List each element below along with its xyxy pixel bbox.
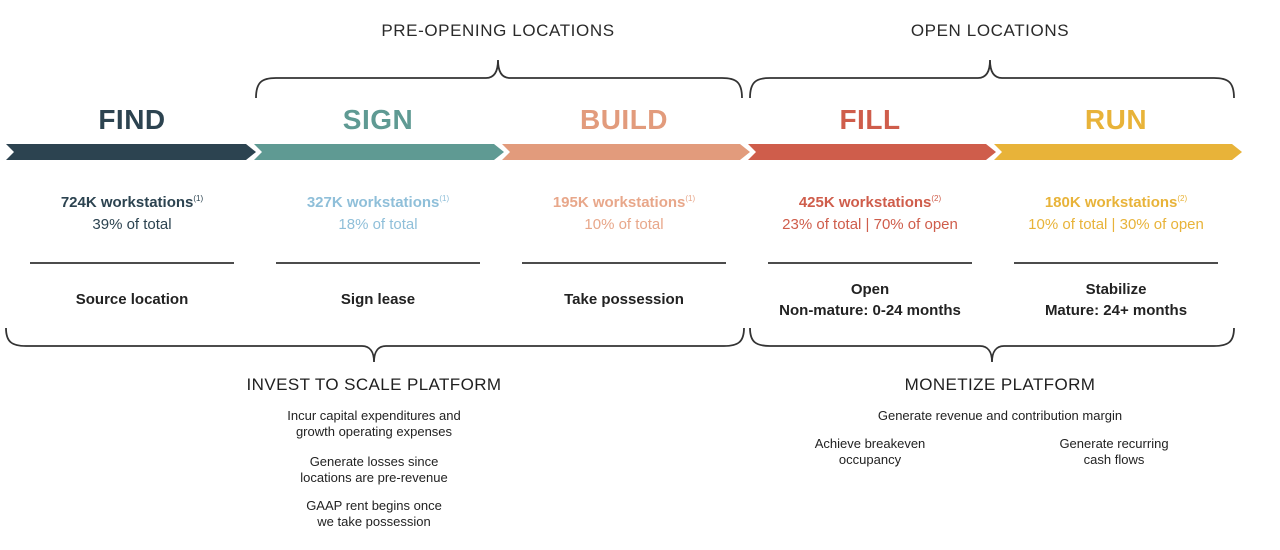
stage-title-find: FIND [98,104,166,135]
run-action-line2: Mature: 24+ months [1044,302,1188,319]
open-locations-brace [749,59,1235,99]
build-action: Take possession [500,289,748,310]
run-footnote: (2) [1177,194,1188,203]
stage-title-build: BUILD [579,104,669,135]
invest-note-2: Generate losses since locations are pre-… [234,454,514,486]
sign-footnote: (1) [439,194,450,203]
invest-note-3: GAAP rent begins once we take possession [234,498,514,530]
run-stats: 180K workstations(2) 10% of total | 30% … [992,192,1240,236]
fill-action-line1: Open [850,281,890,298]
monetize-brace [749,327,1235,363]
sign-share: 18% of total [338,216,418,233]
stage-title-sign: SIGN [342,104,414,135]
build-share: 10% of total [584,216,664,233]
pre-opening-brace [255,59,743,99]
find-stats: 724K workstations(1) 39% of total [8,192,256,236]
fill-arrow [748,144,996,160]
invest-brace [5,327,745,363]
monetize-title: MONETIZE PLATFORM [904,375,1096,394]
find-share: 39% of total [92,216,172,233]
invest-note-3-line2: we take possession [317,514,431,529]
fill-stats: 425K workstations(2) 23% of total | 70% … [746,192,994,236]
monetize-note-top: Generate revenue and contribution margin [877,408,1123,423]
sign-action: Sign lease [254,289,502,310]
sign-workstations: 327K workstations [306,194,440,211]
find-action: Source location [8,289,256,310]
find-footnote: (1) [193,194,204,203]
find-workstations: 724K workstations [60,194,194,211]
run-action-line1: Stabilize [1085,281,1147,298]
monetize-note-right: Generate recurring cash flows [1014,436,1214,468]
invest-note-2-line1: Generate losses since [309,454,439,469]
fill-footnote: (2) [931,194,942,203]
fill-workstations: 425K workstations [798,194,932,211]
monetize-note-right-line2: cash flows [1083,452,1145,467]
invest-note-1-line1: Incur capital expenditures and [287,408,461,423]
build-footnote: (1) [685,194,696,203]
fill-action: Open Non-mature: 0-24 months [746,279,994,321]
invest-title: INVEST TO SCALE PLATFORM [246,375,502,394]
monetize-note-left-line2: occupancy [838,452,902,467]
find-action-line1: Source location [75,291,189,308]
monetize-note-left-line1: Achieve breakeven [814,436,926,451]
build-action-line1: Take possession [564,291,684,308]
build-stats: 195K workstations(1) 10% of total [500,192,748,236]
invest-note-1: Incur capital expenditures and growth op… [234,408,514,440]
invest-note-1-line2: growth operating expenses [295,424,453,439]
invest-note-3-line1: GAAP rent begins once [306,498,442,513]
stage-title-run: RUN [1084,104,1148,135]
run-arrow [994,144,1242,160]
fill-share: 23% of total | 70% of open [782,216,958,233]
open-locations-label: OPEN LOCATIONS [910,21,1070,40]
find-arrow [6,144,256,160]
monetize-note-left: Achieve breakeven occupancy [770,436,970,468]
build-workstations: 195K workstations [552,194,686,211]
sign-action-line1: Sign lease [340,291,416,308]
sign-arrow [254,144,504,160]
fill-action-line2: Non-mature: 0-24 months [779,302,961,319]
stage-title-fill: FILL [839,104,901,135]
monetize-note-right-line1: Generate recurring [1059,436,1169,451]
run-workstations: 180K workstations [1044,194,1178,211]
pre-opening-label: PRE-OPENING LOCATIONS [381,21,615,40]
invest-note-2-line2: locations are pre-revenue [300,470,448,485]
run-share: 10% of total | 30% of open [1028,216,1204,233]
build-arrow [502,144,750,160]
run-action: Stabilize Mature: 24+ months [992,279,1240,321]
sign-stats: 327K workstations(1) 18% of total [254,192,502,236]
